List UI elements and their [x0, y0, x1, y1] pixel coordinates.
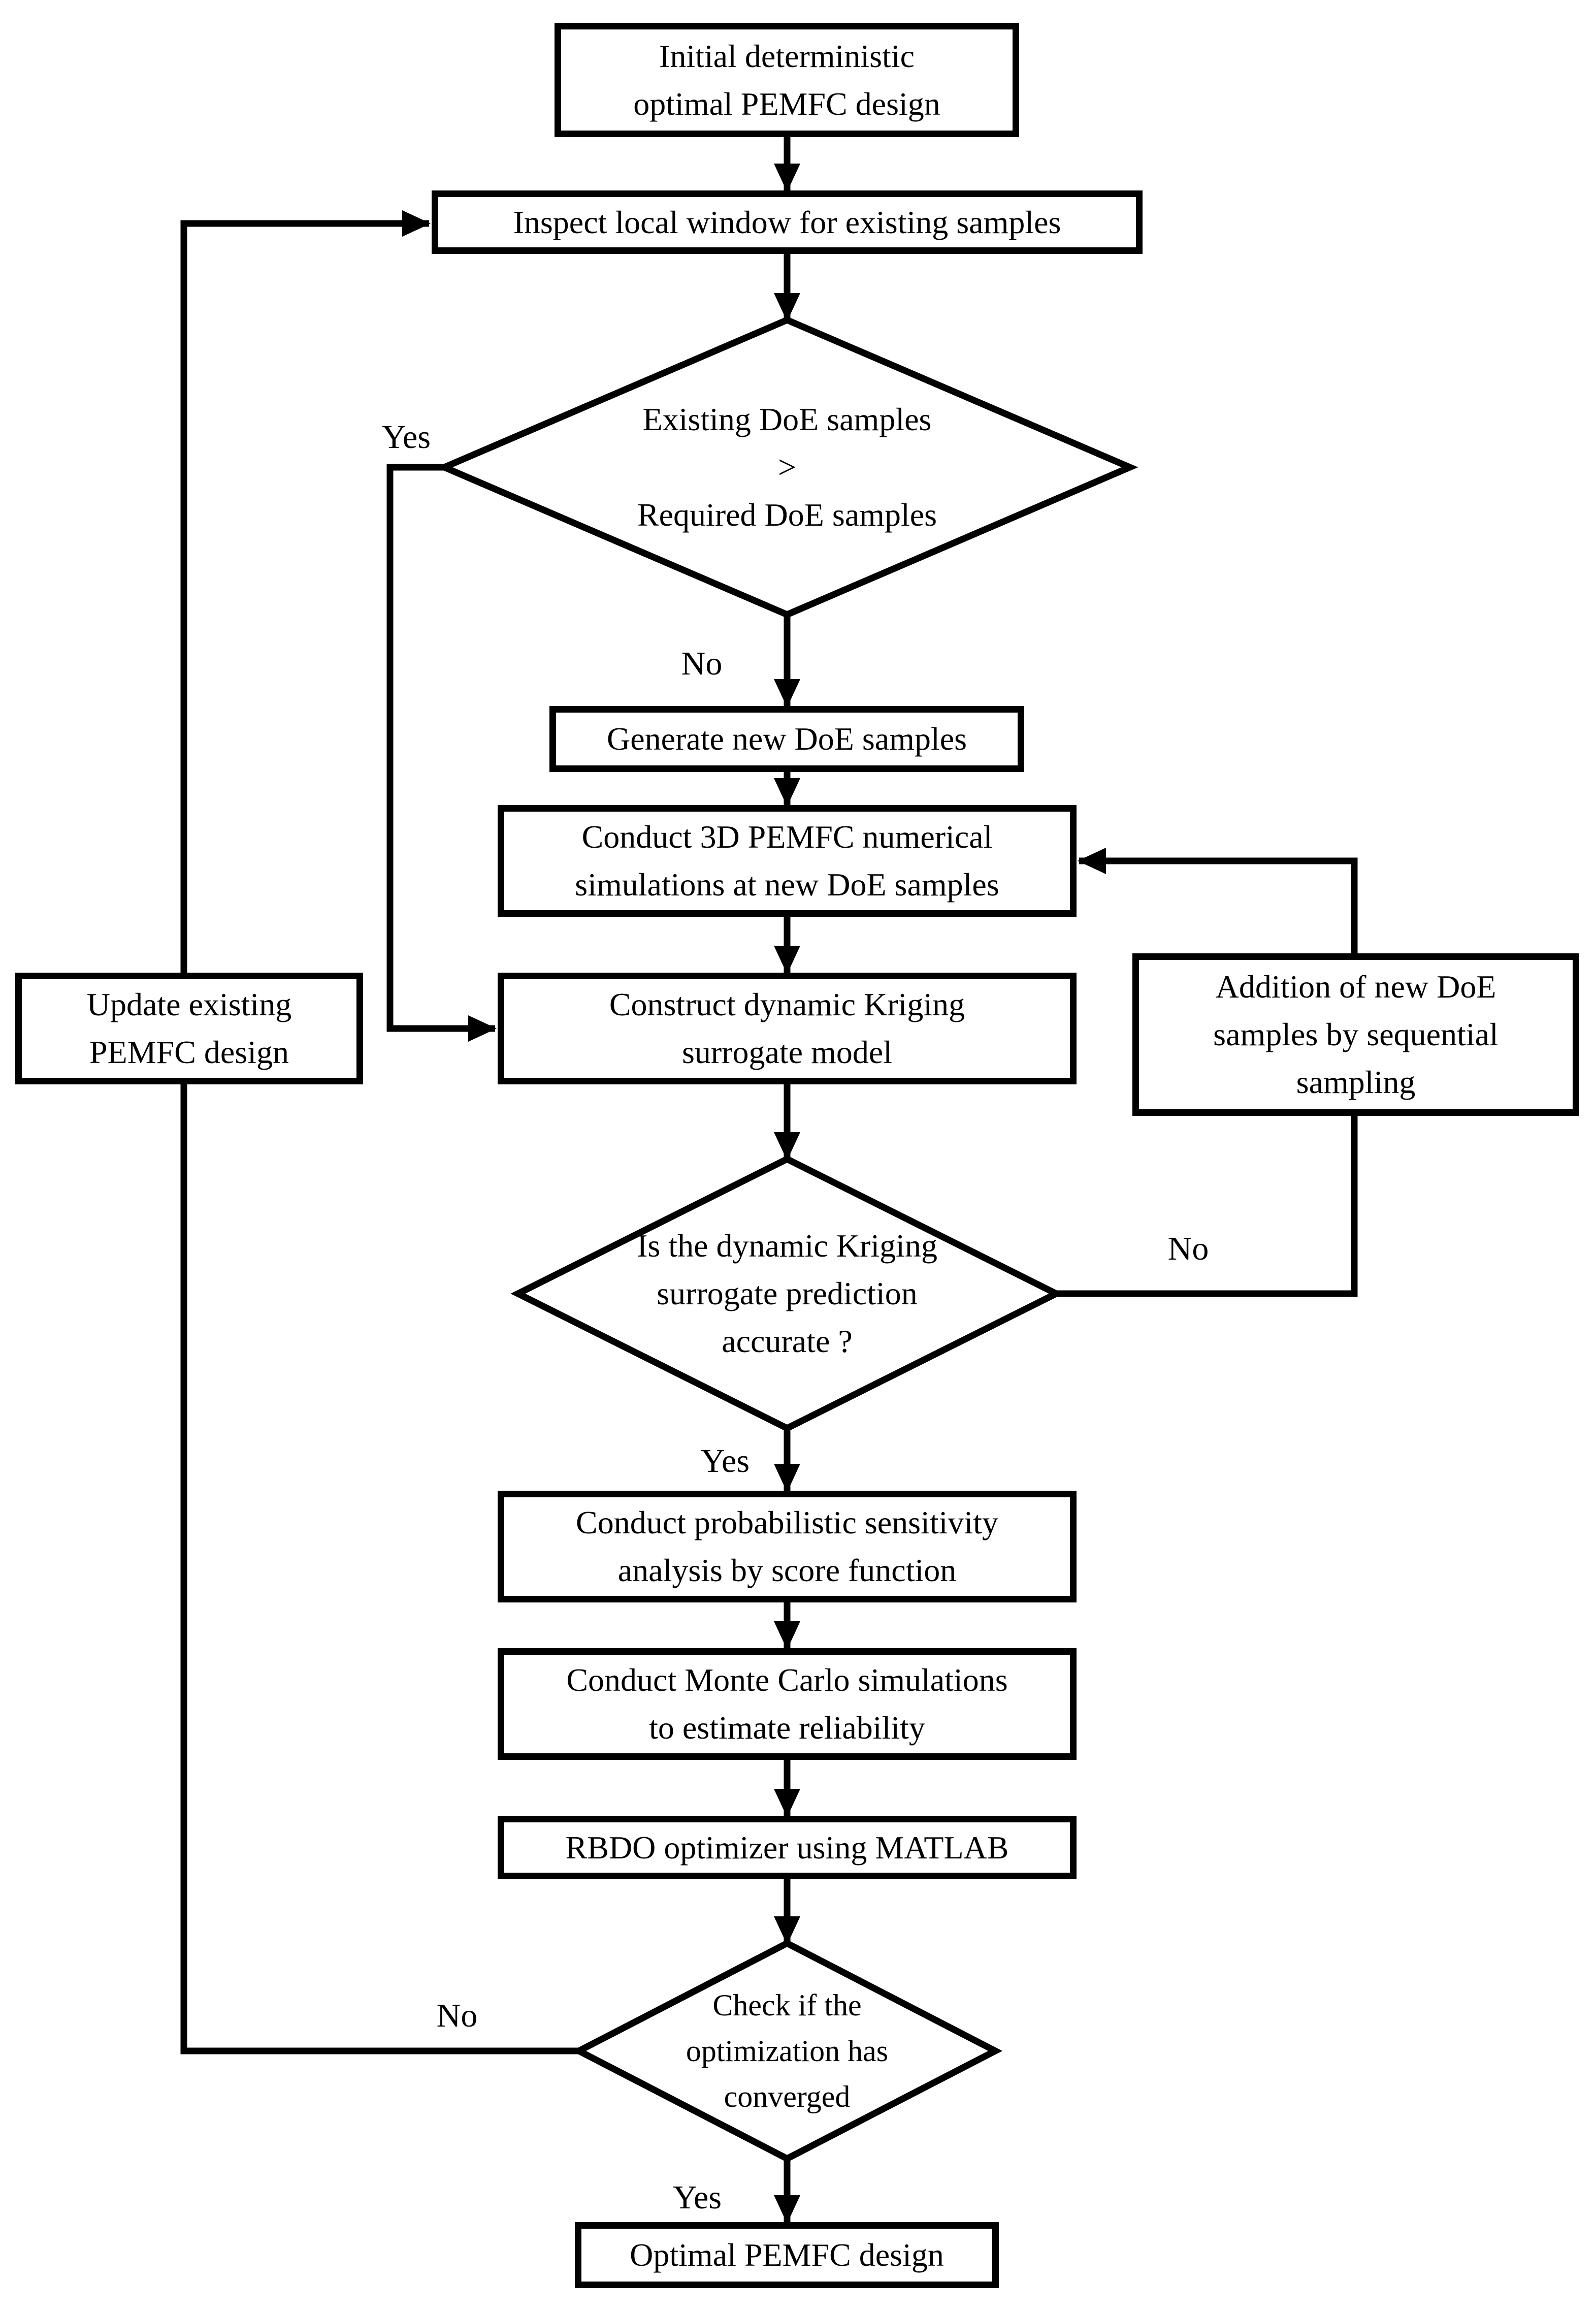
arrowhead-into-simulate-right [1078, 848, 1106, 874]
node-optimal-design-label: Optimal PEMFC design [630, 2237, 944, 2273]
node-addition-sampling-label: Addition of new DoE samples by sequentia… [1213, 969, 1499, 1100]
edge-label-doe-no: No [681, 645, 723, 682]
arrowhead-into-doecheck [774, 293, 800, 322]
node-rbdo-optimizer: RBDO optimizer using MATLAB [498, 1816, 1077, 1879]
node-update-design: Update existing PEMFC design [15, 973, 363, 1084]
edge-label-accuracy-yes: Yes [700, 1442, 750, 1480]
edge-label-converge-no: No [436, 1997, 478, 2034]
node-generate-doe: Generate new DoE samples [549, 706, 1024, 772]
node-monte-carlo-label: Conduct Monte Carlo simulations to estim… [566, 1662, 1008, 1746]
arrowhead-into-inspect-left [402, 210, 431, 237]
arrowhead-into-optimal [774, 2195, 800, 2224]
node-initial-design-label: Initial deterministic optimal PEMFC desi… [633, 38, 940, 122]
arrowhead-into-kriging-left [468, 1015, 497, 1042]
arrow-converge-no-loop [180, 220, 579, 2054]
decision-converged-label: Check if the optimization has converged [686, 1988, 889, 2113]
node-update-design-label: Update existing PEMFC design [86, 986, 292, 1070]
decision-converged-shape [571, 1939, 1003, 2163]
node-simulate-label: Conduct 3D PEMFC numerical simulations a… [575, 819, 999, 903]
node-inspect-window-label: Inspect local window for existing sample… [513, 204, 1061, 240]
node-addition-sampling: Addition of new DoE samples by sequentia… [1132, 953, 1579, 1116]
decision-doe-samples-shape [436, 316, 1138, 619]
edge-label-converge-yes: Yes [672, 2179, 722, 2216]
node-inspect-window: Inspect local window for existing sample… [432, 190, 1143, 254]
node-simulate: Conduct 3D PEMFC numerical simulations a… [498, 805, 1077, 917]
node-sensitivity-label: Conduct probabilistic sensitivity analys… [576, 1504, 998, 1588]
arrowhead-into-sensitivity [774, 1464, 800, 1492]
arrowhead-into-montecarlo [774, 1621, 800, 1650]
decision-doe-samples-label: Existing DoE samples > Required DoE samp… [637, 401, 937, 533]
node-sensitivity: Conduct probabilistic sensitivity analys… [498, 1491, 1077, 1602]
arrowhead-into-generate [774, 679, 800, 708]
decision-kriging-accurate-label: Is the dynamic Kriging surrogate predict… [637, 1228, 937, 1359]
arrow-doecheck-yes-to-kriging [386, 464, 495, 1032]
node-generate-doe-label: Generate new DoE samples [606, 721, 967, 757]
node-kriging-label: Construct dynamic Kriging surrogate mode… [609, 986, 965, 1070]
arrowhead-into-simulate [774, 778, 800, 807]
arrowhead-into-rbdo [774, 1789, 800, 1817]
node-monte-carlo: Conduct Monte Carlo simulations to estim… [498, 1648, 1077, 1760]
arrowhead-into-convergecheck [774, 1916, 800, 1945]
node-initial-design: Initial deterministic optimal PEMFC desi… [555, 23, 1019, 137]
decision-kriging-accurate-shape [510, 1155, 1064, 1432]
arrowhead-into-inspect-top [774, 164, 800, 192]
edge-label-accuracy-no: No [1167, 1230, 1209, 1267]
node-optimal-design: Optimal PEMFC design [575, 2222, 999, 2288]
edge-label-doe-yes: Yes [381, 419, 431, 456]
node-rbdo-optimizer-label: RBDO optimizer using MATLAB [565, 1829, 1009, 1866]
arrowhead-into-accuracycheck [774, 1132, 800, 1161]
arrowhead-into-kriging [774, 946, 800, 974]
node-kriging: Construct dynamic Kriging surrogate mode… [498, 973, 1077, 1084]
